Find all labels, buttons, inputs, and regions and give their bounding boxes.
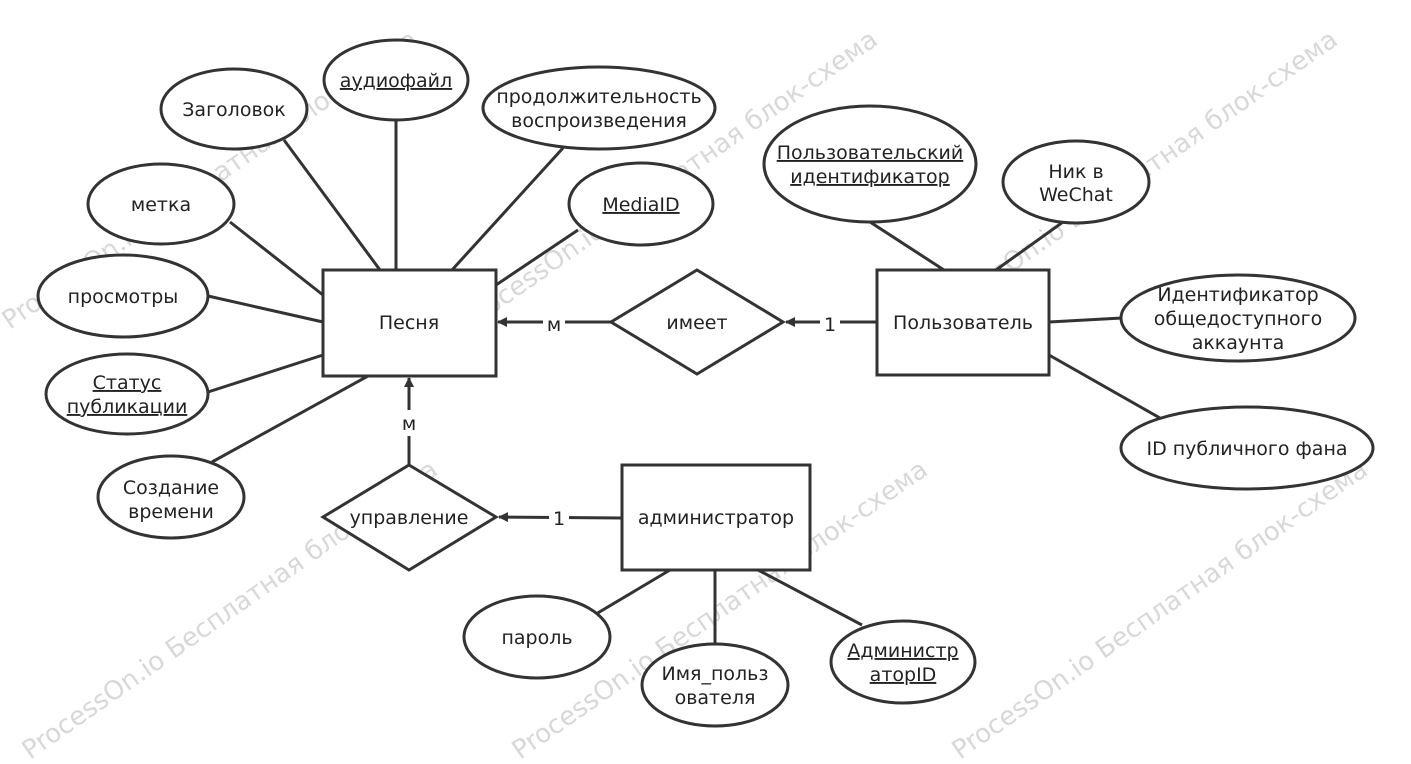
- attribute-pubacc-label-line3: аккаунта: [1192, 332, 1285, 354]
- attribute-mediaid[interactable]: MediaID: [567, 161, 715, 247]
- attribute-password-label: пароль: [501, 627, 572, 649]
- attribute-fanid[interactable]: ID публичного фана: [1119, 405, 1375, 491]
- link-userid: [869, 220, 945, 272]
- attribute-wechat-label-line1: Ник в: [1048, 161, 1103, 183]
- entity-admin-label: администратор: [638, 507, 794, 529]
- relationship-has-label: имеет: [666, 312, 727, 334]
- link-mediaid: [495, 228, 579, 287]
- entity-song-label: Песня: [379, 312, 439, 334]
- attribute-status-label-line1: Статус: [93, 372, 162, 394]
- cardinality-manage-admin: 1: [553, 508, 565, 530]
- entity-song[interactable]: Песня: [321, 268, 498, 378]
- entity-user-label: Пользователь: [893, 312, 1033, 334]
- attribute-username-label-line1: Имя_польз: [662, 663, 769, 685]
- attribute-created-label-line1: Создание: [123, 477, 219, 499]
- entity-user[interactable]: Пользователь: [875, 268, 1051, 377]
- attribute-duration-label-line2: воспроизведения: [511, 110, 687, 132]
- attribute-views[interactable]: просмотры: [36, 253, 210, 339]
- attribute-views-label: просмотры: [68, 286, 179, 308]
- attribute-created-label-line2: времени: [128, 501, 214, 523]
- attribute-duration-label-line1: продолжительность: [496, 86, 701, 108]
- attribute-title-label: Заголовок: [182, 99, 286, 121]
- attribute-pubacc-label-line2: общедоступного: [1154, 308, 1323, 330]
- attribute-mediaid-label: MediaID: [602, 194, 679, 216]
- attribute-wechat[interactable]: Ник в WeChat: [1001, 139, 1151, 225]
- attribute-userid-label-line2: идентификатор: [790, 166, 949, 188]
- attribute-adminid-label-line1: Администр: [847, 640, 958, 662]
- relationship-manage[interactable]: управление: [320, 463, 499, 572]
- attribute-links: [207, 120, 1161, 645]
- attribute-username[interactable]: Имя_польз ователя: [640, 642, 790, 728]
- link-wechat: [995, 220, 1064, 272]
- attribute-audiofile[interactable]: аудиофайл: [322, 38, 470, 122]
- link-password: [595, 568, 671, 616]
- attribute-created[interactable]: Создание времени: [96, 454, 246, 540]
- link-created: [211, 374, 369, 464]
- link-title: [282, 139, 382, 271]
- attribute-adminid-label-line2: аторID: [870, 664, 937, 686]
- attribute-tag[interactable]: метка: [86, 162, 236, 246]
- attribute-fanid-label: ID публичного фана: [1146, 438, 1347, 460]
- attribute-status[interactable]: Статус публикации: [44, 352, 210, 436]
- link-tag: [229, 220, 324, 297]
- link-adminid: [757, 568, 863, 627]
- attribute-password[interactable]: пароль: [462, 594, 612, 680]
- watermark-text: ProcessOn.io Бесплатная блок-схема: [947, 455, 1374, 764]
- attribute-audiofile-label: аудиофайл: [340, 70, 452, 92]
- cardinality-labels: м 1 м 1: [398, 310, 840, 531]
- attribute-userid-label-line1: Пользовательский: [777, 142, 964, 164]
- link-status: [207, 353, 324, 394]
- attribute-tag-label: метка: [131, 194, 191, 216]
- attribute-username-label-line2: ователя: [675, 687, 756, 709]
- attribute-title[interactable]: Заголовок: [159, 67, 309, 151]
- attribute-pubacc-label-line1: Идентификатор: [1157, 284, 1318, 306]
- relationship-has[interactable]: имеет: [608, 268, 786, 376]
- link-fanid: [1048, 353, 1161, 420]
- cardinality-has-song: м: [547, 314, 561, 336]
- attribute-adminid[interactable]: Администр аторID: [829, 619, 977, 705]
- link-pubacc: [1048, 316, 1123, 324]
- attribute-wechat-label-line2: WeChat: [1039, 184, 1113, 206]
- link-duration: [450, 146, 565, 272]
- attribute-userid[interactable]: Пользовательский идентификатор: [762, 104, 978, 224]
- relationship-manage-label: управление: [350, 507, 469, 529]
- entity-admin[interactable]: администратор: [620, 463, 812, 572]
- attribute-status-label-line2: публикации: [67, 396, 188, 418]
- cardinality-manage-song: м: [402, 413, 416, 435]
- link-views: [207, 294, 324, 324]
- cardinality-has-user: 1: [824, 314, 836, 336]
- attribute-duration[interactable]: продолжительность воспроизведения: [481, 65, 717, 151]
- attribute-pubacc[interactable]: Идентификатор общедоступного аккаунта: [1119, 273, 1357, 363]
